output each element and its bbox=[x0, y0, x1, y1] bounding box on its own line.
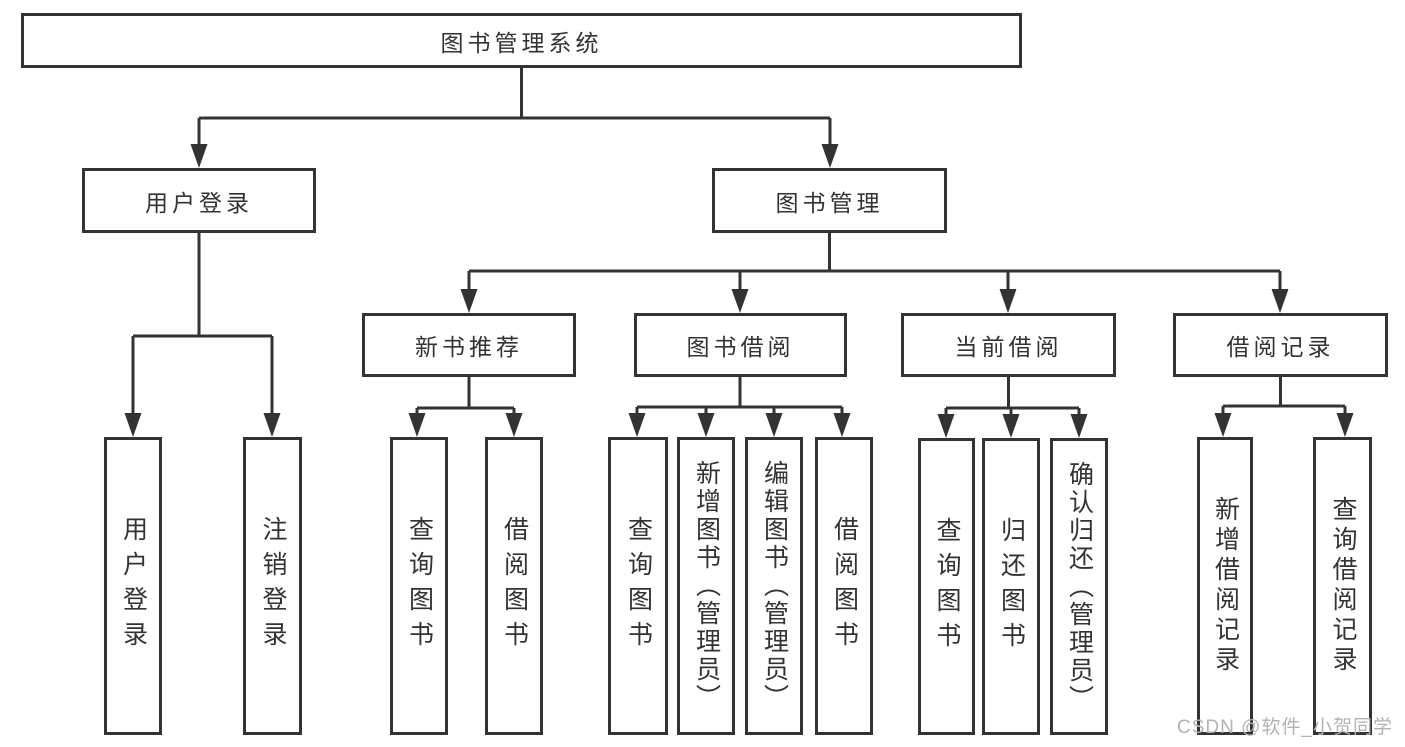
node-book-management-label: 图书管理 bbox=[775, 189, 884, 216]
node-current-borrowing: 当前借阅 bbox=[901, 313, 1116, 377]
leaf-query-books-current-label: 查询图书 bbox=[933, 516, 961, 657]
leaf-query-books-borrowing: 查询图书 bbox=[608, 437, 668, 735]
node-user-login-group-label: 用户登录 bbox=[145, 189, 253, 216]
leaf-borrow-books-recommend: 借阅图书 bbox=[485, 437, 543, 735]
node-new-book-recommend: 新书推荐 bbox=[362, 313, 576, 377]
leaf-confirm-return-admin: 确认归还（管理员） bbox=[1050, 438, 1108, 735]
leaf-borrow-books-recommend-label: 借阅图书 bbox=[500, 516, 529, 656]
leaf-edit-books-admin: 编辑图书（管理员） bbox=[745, 437, 803, 735]
leaf-user-login: 用户登录 bbox=[104, 437, 162, 735]
leaf-logout-label: 注销登录 bbox=[259, 516, 287, 656]
csdn-watermark: CSDN @软件_小贺同学 bbox=[1177, 717, 1393, 738]
node-book-borrowing-label: 图书借阅 bbox=[686, 334, 795, 360]
node-new-book-recommend-label: 新书推荐 bbox=[415, 334, 523, 360]
leaf-query-books-recommend-label: 查询图书 bbox=[405, 516, 434, 656]
leaf-borrow-books-borrowing-label: 借阅图书 bbox=[830, 516, 859, 656]
leaf-add-borrow-record: 新增借阅记录 bbox=[1197, 437, 1253, 735]
leaf-confirm-return-admin-label: 确认归还（管理员） bbox=[1065, 460, 1094, 713]
leaf-query-books-current: 查询图书 bbox=[918, 438, 975, 735]
leaf-add-books-admin: 新增图书（管理员） bbox=[677, 437, 735, 735]
leaf-query-books-recommend: 查询图书 bbox=[390, 437, 448, 735]
node-root-label: 图书管理系统 bbox=[440, 29, 603, 56]
arrowheads bbox=[124, 144, 1354, 438]
leaf-query-borrow-record: 查询借阅记录 bbox=[1313, 437, 1372, 735]
leaf-borrow-books-borrowing: 借阅图书 bbox=[815, 437, 873, 735]
leaf-edit-books-admin-label: 编辑图书（管理员） bbox=[760, 460, 789, 712]
leaf-query-borrow-record-label: 查询借阅记录 bbox=[1329, 496, 1357, 676]
leaf-user-login-label: 用户登录 bbox=[119, 516, 148, 656]
node-borrowing-records-label: 借阅记录 bbox=[1226, 334, 1335, 360]
leaf-return-books: 归还图书 bbox=[982, 438, 1040, 735]
node-borrowing-records: 借阅记录 bbox=[1173, 313, 1388, 377]
node-book-management: 图书管理 bbox=[712, 168, 947, 233]
node-book-borrowing: 图书借阅 bbox=[634, 313, 847, 377]
node-root: 图书管理系统 bbox=[21, 13, 1022, 68]
leaf-add-books-admin-label: 新增图书（管理员） bbox=[692, 460, 721, 712]
node-current-borrowing-label: 当前借阅 bbox=[954, 334, 1063, 360]
leaf-add-borrow-record-label: 新增借阅记录 bbox=[1211, 496, 1240, 676]
leaf-query-books-borrowing-label: 查询图书 bbox=[624, 516, 653, 656]
leaf-return-books-label: 归还图书 bbox=[997, 516, 1026, 657]
leaf-logout: 注销登录 bbox=[243, 437, 302, 735]
node-user-login-group: 用户登录 bbox=[82, 168, 316, 233]
